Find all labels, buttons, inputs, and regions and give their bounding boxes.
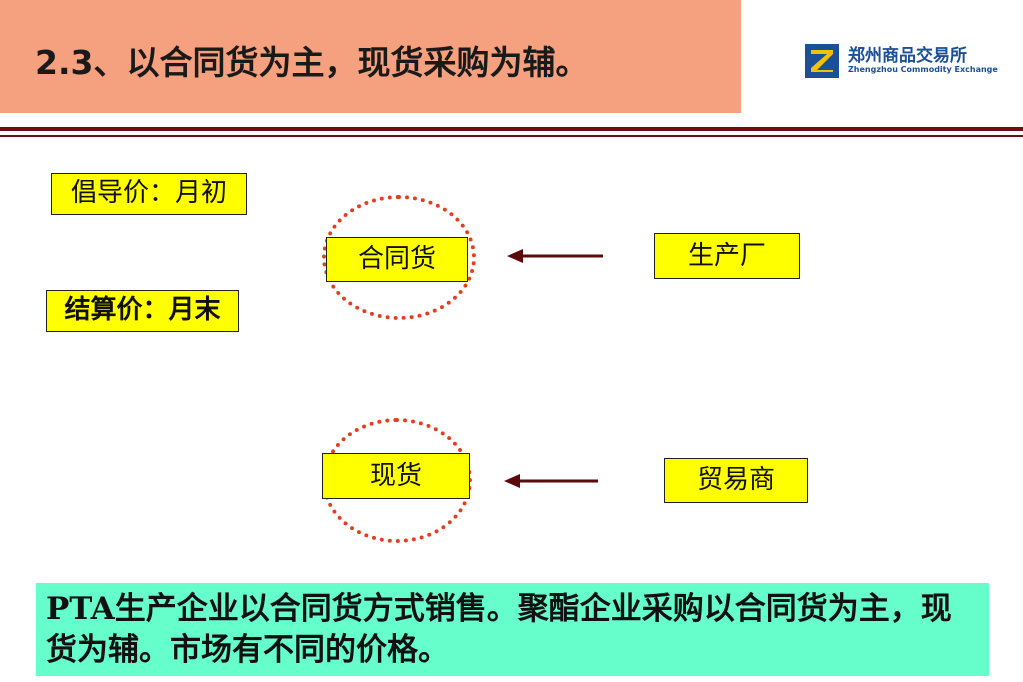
producer-box: 生产厂: [654, 233, 800, 279]
guide-price-label: 倡导价：月初: [51, 173, 247, 215]
trader-to-spot-arrow: [504, 474, 598, 488]
title-band: [0, 0, 741, 113]
summary-panel: PTA生产企业以合同货方式销售。聚酯企业采购以合同货为主，现货为辅。市场有不同的…: [36, 583, 989, 676]
exchange-logo: 郑州商品交易所 Zhengzhou Commodity Exchange: [790, 36, 1020, 88]
slide-title: 2.3、以合同货为主，现货采购为辅。: [35, 43, 589, 82]
logo-mark-icon: [805, 44, 839, 78]
settle-price-label: 结算价：月末: [46, 290, 239, 332]
header-divider-thick: [0, 127, 1023, 131]
header-divider-thin: [0, 135, 1023, 137]
contract-goods-box: 合同货: [326, 237, 468, 282]
logo-chinese-name: 郑州商品交易所: [848, 46, 967, 66]
producer-to-contract-arrow: [507, 249, 603, 263]
trader-box: 贸易商: [664, 458, 808, 503]
logo-english-name: Zhengzhou Commodity Exchange: [848, 65, 998, 74]
contract-goods-highlight-circle: [322, 195, 476, 320]
summary-text: PTA生产企业以合同货方式销售。聚酯企业采购以合同货为主，现货为辅。市场有不同的…: [46, 591, 952, 668]
spot-goods-box: 现货: [322, 453, 470, 499]
